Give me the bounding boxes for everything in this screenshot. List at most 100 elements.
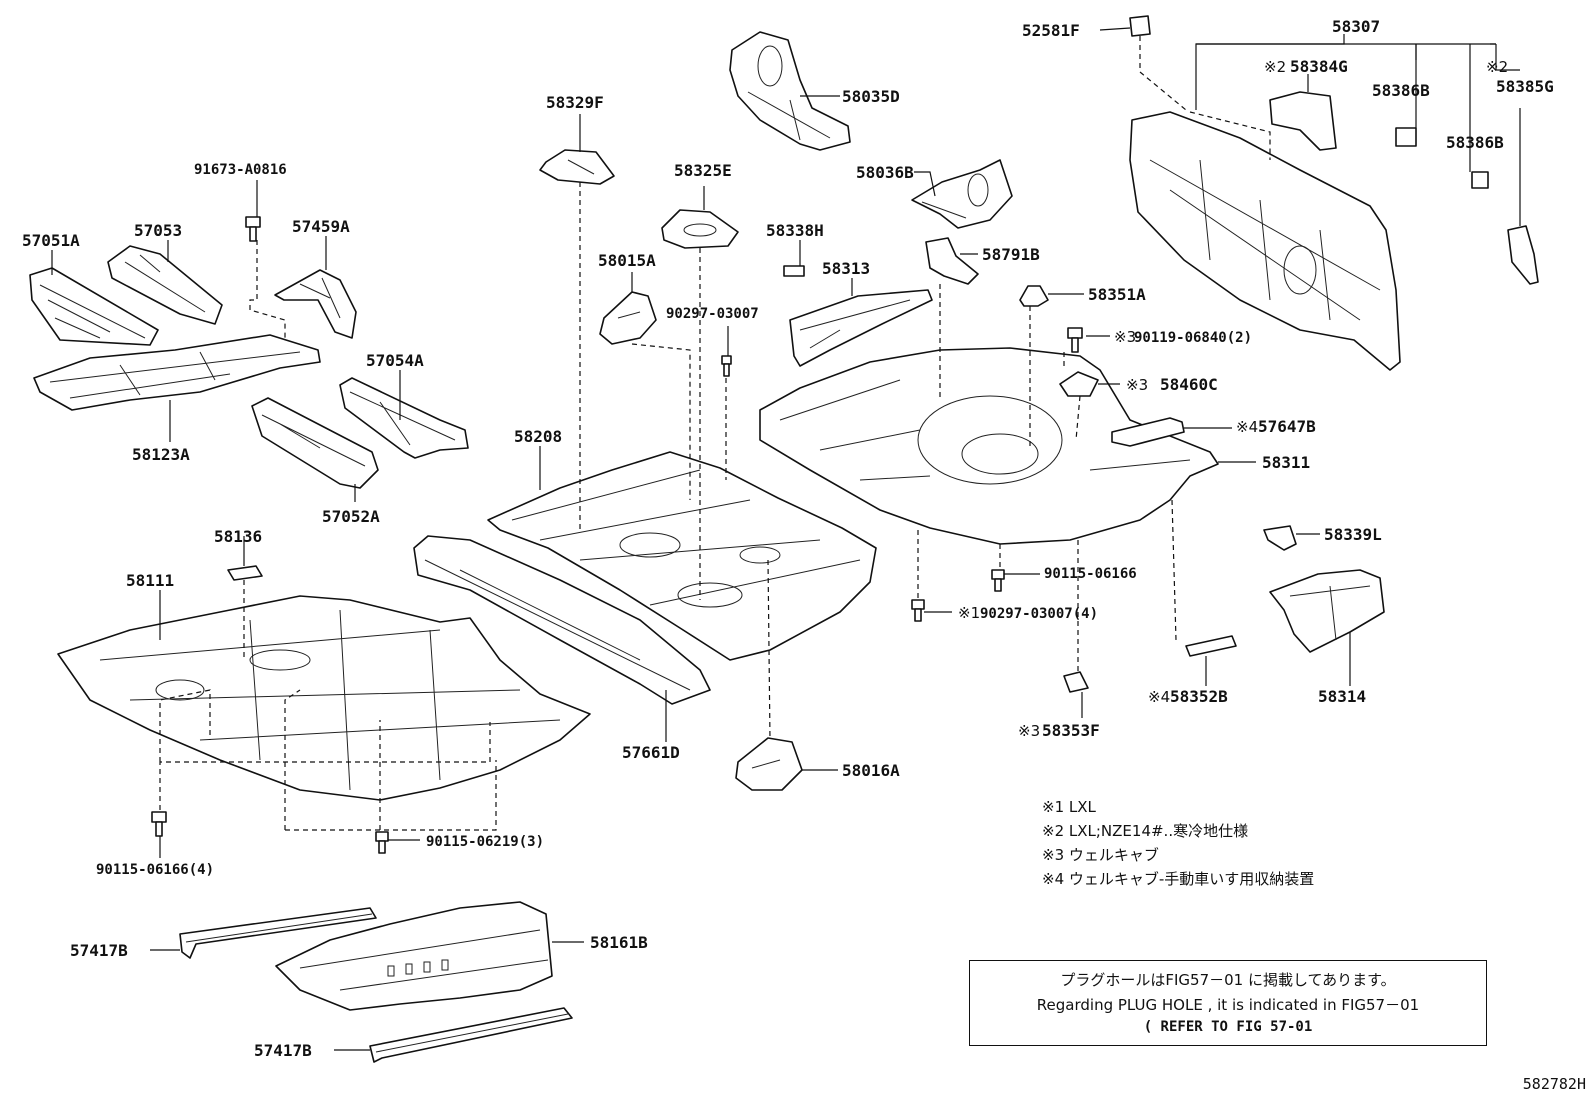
legend-note-2: ※2 LXL;NZE14#..寒冷地仕様 (1042, 822, 1248, 840)
clip-91673-drawing (245, 216, 261, 242)
part-58329F-drawing (539, 149, 615, 185)
marker-58460C: ※3 (1126, 376, 1148, 394)
figure-code: 582782H (1522, 1075, 1586, 1093)
bolt-90297-right-drawing (911, 599, 925, 622)
label-90297-03007: 90297-03007 (666, 306, 759, 322)
label-57661D: 57661D (622, 743, 680, 762)
label-58307: 58307 (1332, 17, 1380, 36)
label-90119-06840: 90119-06840(2) (1134, 330, 1252, 346)
part-58385G-drawing (1507, 225, 1539, 285)
part-58351A-drawing (1019, 285, 1049, 307)
label-90297-03007-4: 90297-03007(4) (980, 606, 1098, 622)
marker-57647B: ※4 (1236, 418, 1258, 436)
part-57417B-upper-drawing (179, 907, 377, 959)
part-57661D-drawing (413, 535, 711, 705)
label-90115-06166-4: 90115-06166(4) (96, 862, 214, 878)
label-58385G: 58385G (1496, 77, 1554, 96)
part-58386B-2-drawing (1471, 171, 1489, 189)
label-57052A: 57052A (322, 507, 380, 526)
leader-lines (51, 27, 1521, 1051)
label-58123A: 58123A (132, 445, 190, 464)
label-58313: 58313 (822, 259, 870, 278)
part-57053-drawing (107, 245, 223, 325)
part-58161B-drawing (275, 901, 553, 1011)
part-57647B-drawing (1111, 417, 1185, 447)
bolt-90115-right-drawing (991, 569, 1005, 592)
label-58386B-lower: 58386B (1446, 133, 1504, 152)
label-57459A: 57459A (292, 217, 350, 236)
part-52581F-drawing (1129, 15, 1151, 37)
part-labels: 57051A 57053 91673-A0816 57459A 58123A 5… (22, 17, 1554, 1060)
plug-hole-notice: プラグホールはFIG57－01 に掲載してあります。 Regarding PLU… (969, 960, 1487, 1046)
label-57647B: 57647B (1258, 417, 1316, 436)
part-58353F-drawing (1063, 671, 1089, 693)
label-58325E: 58325E (674, 161, 732, 180)
bolt-90115-06219-drawing (375, 831, 389, 854)
part-58123A-drawing (33, 334, 321, 411)
part-58035D-drawing (729, 31, 851, 151)
part-58352B-drawing (1185, 635, 1237, 657)
label-57417B-lower: 57417B (254, 1041, 312, 1060)
part-58338H-drawing (783, 265, 805, 277)
part-57051A-drawing (29, 267, 159, 346)
part-57052A-drawing (251, 397, 379, 489)
label-58136: 58136 (214, 527, 262, 546)
label-91673-A0816: 91673-A0816 (194, 162, 287, 178)
part-58325E-drawing (661, 209, 739, 249)
marker-58352B: ※4 (1148, 688, 1170, 706)
guide-lines (159, 36, 1271, 831)
label-58386B: 58386B (1372, 81, 1430, 100)
label-58314: 58314 (1318, 687, 1366, 706)
part-58314-drawing (1269, 569, 1385, 653)
part-58015A-drawing (599, 291, 657, 345)
label-57051A: 57051A (22, 231, 80, 250)
label-58015A: 58015A (598, 251, 656, 270)
part-58791B-drawing (925, 237, 979, 285)
label-58035D: 58035D (842, 87, 900, 106)
label-58311: 58311 (1262, 453, 1310, 472)
part-58460C-drawing (1059, 371, 1099, 397)
part-57054A-drawing (339, 377, 469, 459)
part-58307-drawing (1129, 111, 1401, 371)
part-57459A-drawing (274, 269, 357, 339)
part-58111-drawing (57, 595, 591, 801)
marker-58384G: ※2 (1264, 58, 1286, 76)
label-57053: 57053 (134, 221, 182, 240)
part-58208-drawing (487, 451, 877, 661)
notice-reference[interactable]: ( REFER TO FIG 57-01 (1143, 1019, 1313, 1035)
label-58329F: 58329F (546, 93, 604, 112)
label-58161B: 58161B (590, 933, 648, 952)
label-90115-06219-3: 90115-06219(3) (426, 834, 544, 850)
variant-markers: ※2 ※2 ※3 ※3 ※4 ※1 ※4 ※3 (958, 58, 1508, 740)
notice-english: Regarding PLUG HOLE , it is indicated in… (1036, 996, 1420, 1014)
label-57054A: 57054A (366, 351, 424, 370)
label-58016A: 58016A (842, 761, 900, 780)
legend-note-1: ※1 LXL (1042, 798, 1097, 816)
label-58036B: 58036B (856, 163, 914, 182)
notice-japanese: プラグホールはFIG57－01 に掲載してあります。 (1060, 971, 1396, 989)
bolt-90297-center-drawing (721, 355, 732, 377)
part-57417B-lower-drawing (369, 1007, 573, 1063)
marker-90119: ※3 (1114, 328, 1136, 346)
part-58036B-drawing (911, 159, 1013, 229)
label-58351A: 58351A (1088, 285, 1146, 304)
label-58111: 58111 (126, 571, 174, 590)
legend-note-4: ※4 ウェルキャブ-手動車いす用収納装置 (1042, 870, 1314, 888)
variant-legend: ※1 LXL ※2 LXL;NZE14#..寒冷地仕様 ※3 ウェルキャブ ※4… (1042, 798, 1314, 888)
label-58352B: 58352B (1170, 687, 1228, 706)
label-58460C: 58460C (1160, 375, 1218, 394)
bolt-90115-06166-left-drawing (151, 811, 167, 837)
label-90115-06166: 90115-06166 (1044, 566, 1137, 582)
part-58339L-drawing (1263, 525, 1297, 551)
label-58384G: 58384G (1290, 57, 1348, 76)
label-58353F: 58353F (1042, 721, 1100, 740)
label-58338H: 58338H (766, 221, 824, 240)
part-58386B-1-drawing (1395, 127, 1417, 147)
part-58313-drawing (789, 289, 933, 367)
legend-note-3: ※3 ウェルキャブ (1042, 846, 1159, 864)
marker-58385G: ※2 (1486, 58, 1508, 76)
bolt-90119-drawing (1067, 327, 1083, 353)
label-58791B: 58791B (982, 245, 1040, 264)
